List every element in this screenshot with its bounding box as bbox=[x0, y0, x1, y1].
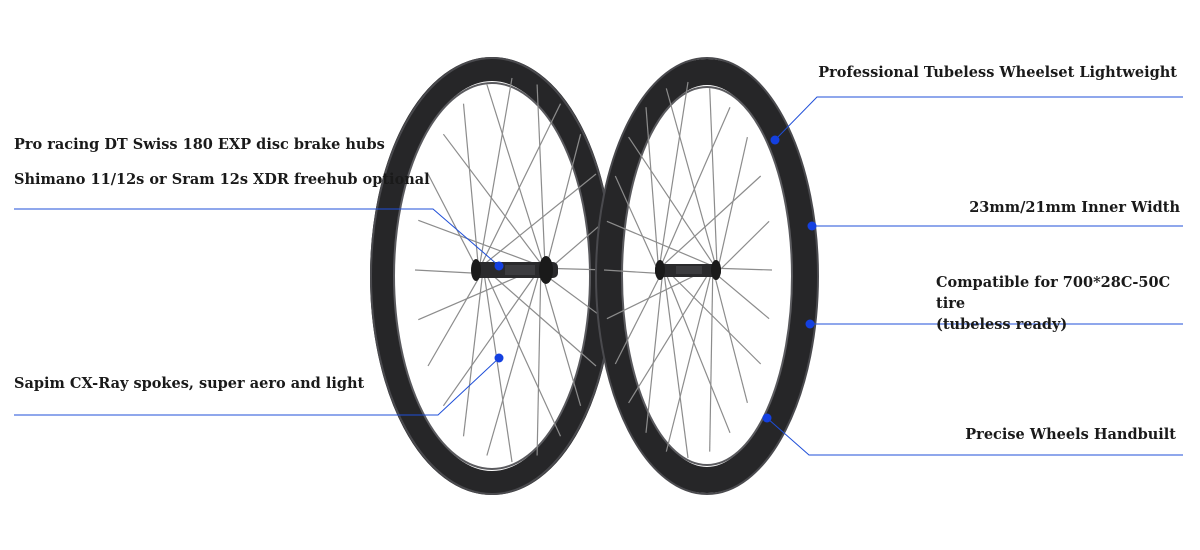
spoke bbox=[427, 173, 479, 271]
spoke bbox=[442, 270, 539, 407]
spoke bbox=[536, 84, 546, 267]
spoke bbox=[665, 273, 712, 452]
inner-width-label: 23mm/21mm Inner Width bbox=[969, 199, 1180, 216]
spoke bbox=[462, 103, 479, 268]
tire-compatibility-label: Compatible for 700*28C-50C tire (tubeles… bbox=[936, 272, 1200, 335]
spoke bbox=[709, 275, 714, 452]
spoke bbox=[614, 275, 661, 365]
spoke bbox=[628, 270, 711, 404]
spoke bbox=[486, 84, 544, 265]
spoke bbox=[536, 275, 542, 456]
spoke bbox=[479, 77, 513, 266]
callout-line-tubeless bbox=[774, 96, 1183, 141]
front-hub bbox=[655, 260, 721, 280]
spoke bbox=[545, 134, 582, 270]
spoke bbox=[645, 275, 663, 433]
spoke bbox=[714, 275, 748, 404]
callout-line-spokes bbox=[14, 357, 500, 416]
spoke bbox=[483, 173, 597, 266]
spoke bbox=[614, 175, 659, 271]
callout-lines bbox=[14, 96, 1183, 456]
callout-dot-spokes bbox=[494, 353, 504, 363]
spoke bbox=[485, 272, 562, 437]
spoke bbox=[418, 219, 540, 266]
spoke bbox=[544, 274, 607, 321]
spoke bbox=[542, 275, 582, 406]
spoke bbox=[716, 274, 770, 320]
callout-dot-width bbox=[807, 221, 817, 231]
spoke bbox=[645, 107, 659, 268]
spoke bbox=[663, 175, 762, 266]
spoke bbox=[665, 269, 762, 365]
spoke bbox=[717, 136, 748, 270]
spoke bbox=[486, 273, 540, 456]
callout-dot-tubeless bbox=[770, 135, 780, 145]
rear-spokes bbox=[414, 77, 610, 463]
callout-dot-tire bbox=[805, 319, 815, 329]
front-wheel bbox=[595, 57, 819, 495]
rear-wheel bbox=[370, 57, 614, 495]
callout-line-freehub bbox=[14, 208, 500, 267]
callout-line-handbuilt bbox=[766, 417, 1183, 456]
spoke bbox=[709, 88, 718, 267]
spokes-label: Sapim CX-Ray spokes, super aero and ligh… bbox=[14, 375, 365, 392]
spoke bbox=[485, 269, 597, 367]
spoke bbox=[717, 220, 770, 273]
tire-label-line1: Compatible for 700*28C-50C tire bbox=[936, 274, 1171, 312]
spoke bbox=[665, 272, 731, 434]
spoke bbox=[663, 274, 689, 459]
spoke bbox=[628, 136, 714, 265]
spoke bbox=[665, 88, 716, 265]
callout-dots bbox=[494, 135, 817, 423]
spoke bbox=[427, 275, 481, 367]
spoke bbox=[483, 274, 513, 463]
spoke bbox=[606, 220, 712, 266]
tire-label-line2: (tubeless ready) bbox=[936, 316, 1068, 333]
spoke bbox=[462, 275, 483, 437]
spoke bbox=[481, 103, 562, 265]
callout-dot-handbuilt bbox=[762, 413, 772, 423]
callout-dot-hub bbox=[494, 261, 504, 271]
spoke bbox=[659, 81, 689, 266]
spoke bbox=[442, 133, 542, 265]
spoke bbox=[603, 269, 659, 274]
tubeless-label: Professional Tubeless Wheelset Lightweig… bbox=[818, 64, 1177, 81]
spoke bbox=[661, 106, 731, 265]
handbuilt-label: Precise Wheels Handbuilt bbox=[965, 426, 1176, 443]
spoke bbox=[414, 269, 479, 274]
freehub-label: Shimano 11/12s or Sram 12s XDR freehub o… bbox=[14, 171, 430, 188]
hubs-label: Pro racing DT Swiss 180 EXP disc brake h… bbox=[14, 136, 385, 153]
rear-hub bbox=[471, 256, 558, 284]
